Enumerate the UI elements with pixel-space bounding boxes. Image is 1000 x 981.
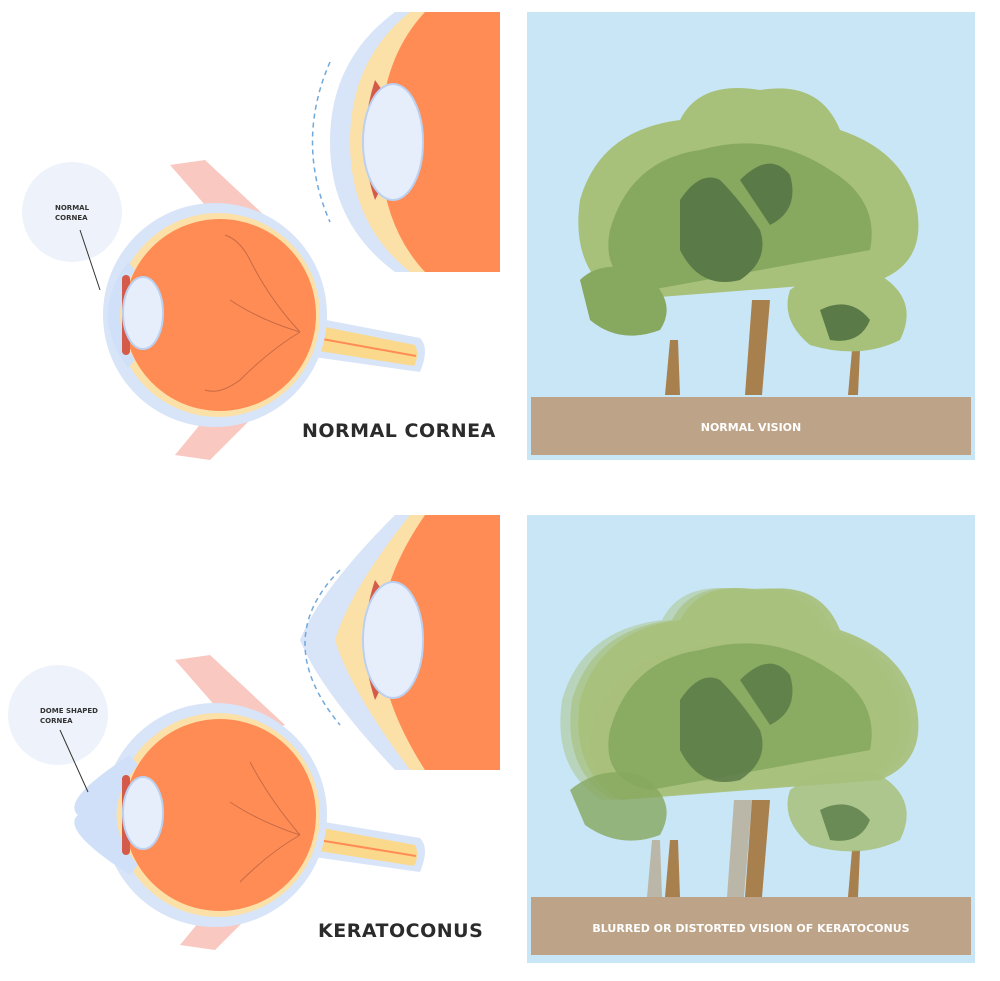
callout-bubble — [8, 665, 108, 765]
eyeball-interior — [124, 719, 316, 911]
normal-cornea-title: NORMAL CORNEA — [302, 420, 496, 442]
ground — [531, 397, 971, 455]
eyeball-interior — [124, 219, 316, 411]
callout-line-1: NORMAL — [55, 204, 90, 212]
lens — [122, 776, 164, 850]
zoomed-dome-cornea — [300, 515, 500, 770]
callout-line-1: DOME SHAPED — [40, 707, 98, 715]
keratoconus-panel: DOME SHAPED CORNEA — [0, 500, 1000, 981]
ground — [531, 897, 971, 955]
zoomed-cornea — [311, 12, 500, 272]
callout-line-2: CORNEA — [40, 717, 73, 725]
normal-vision-label: NORMAL VISION — [701, 421, 802, 434]
keratoconus-vision-label: BLURRED OR DISTORTED VISION OF KERATOCON… — [592, 922, 909, 935]
normal-cornea-panel: NORMAL CORNEA NORMAL VI — [0, 0, 1000, 490]
keratoconus-eye-illustration: DOME SHAPED CORNEA — [8, 515, 975, 963]
keratoconus-title: KERATOCONUS — [318, 920, 484, 942]
normal-eye-illustration: NORMAL CORNEA NORMAL VI — [22, 12, 975, 460]
callout-line-2: CORNEA — [55, 214, 88, 222]
optic-nerve — [300, 322, 418, 366]
optic-nerve — [300, 824, 418, 866]
callout-bubble — [22, 162, 122, 262]
blurred-vision-scene: BLURRED OR DISTORTED VISION OF KERATOCON… — [527, 515, 975, 963]
lens — [122, 276, 164, 350]
cornea — [108, 262, 135, 368]
normal-vision-scene: NORMAL VISION — [527, 12, 975, 460]
